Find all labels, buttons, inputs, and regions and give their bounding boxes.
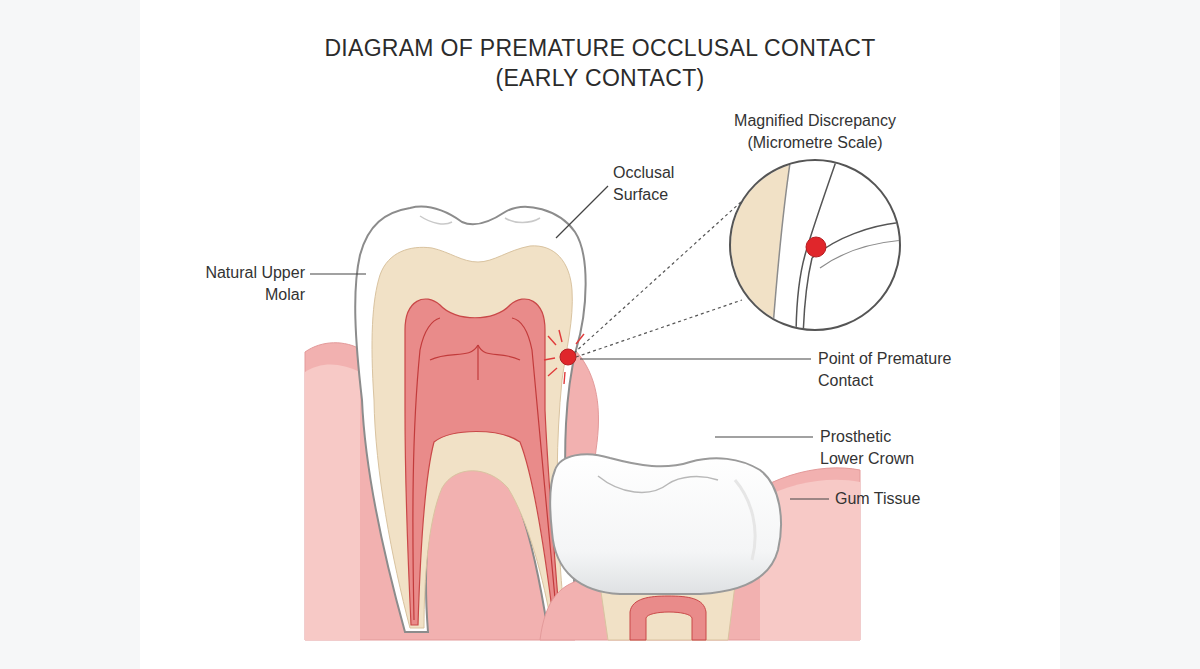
prosthetic-crown: [550, 454, 781, 594]
vessel: [512, 318, 557, 620]
lower-pulp: [630, 596, 706, 640]
gum-highlight: [305, 365, 360, 641]
magnified-view: [720, 150, 905, 340]
crown-shine: [735, 480, 755, 560]
molar-enamel: [355, 207, 585, 632]
leader-line: [715, 436, 813, 437]
mag-crown-edge: [812, 222, 905, 258]
magnify-line: [576, 300, 742, 357]
contact-burst: [544, 330, 584, 384]
vessel: [413, 318, 440, 620]
burst-ray: [576, 334, 584, 344]
part-label: Prosthetic Lower Crown: [820, 426, 930, 470]
vessel: [430, 345, 478, 360]
pulp-vessels: [413, 318, 557, 620]
burst-ray: [564, 372, 565, 384]
leader-line: [580, 358, 811, 359]
leader-line: [790, 498, 829, 499]
magnify-line: [574, 192, 752, 353]
mag-crown-edge: [820, 240, 905, 268]
contact-dot: [560, 349, 576, 365]
part-label: Occlusal Surface: [613, 162, 693, 206]
molar-dentin: [372, 246, 572, 628]
magnifier-ring: [730, 160, 900, 330]
molar-pulp: [405, 299, 560, 625]
side-margin: [1060, 0, 1200, 669]
mag-contact-dot: [806, 237, 826, 257]
side-margin: [0, 0, 140, 669]
diagram-title: DIAGRAM OF PREMATURE OCCLUSAL CONTACT (E…: [305, 33, 895, 93]
leader-line: [556, 186, 608, 238]
part-label: Magnified Discrepancy (Micrometre Scale): [705, 110, 925, 154]
part-label: Natural Upper Molar: [200, 262, 305, 306]
burst-ray: [548, 336, 556, 345]
occlusal-groove: [420, 216, 452, 224]
leader-line: [310, 273, 366, 274]
mag-gap-line: [803, 258, 812, 340]
burst-ray: [559, 330, 562, 342]
burst-ray: [548, 368, 557, 376]
mag-enamel-edge: [796, 150, 840, 340]
part-label: Point of Premature Contact: [818, 348, 978, 392]
vessel: [477, 345, 478, 380]
vessel: [478, 345, 520, 360]
mag-boundary: [772, 150, 792, 340]
crown-groove: [598, 476, 718, 492]
burst-ray: [544, 358, 555, 360]
part-label: Gum Tissue: [835, 488, 985, 510]
occlusal-groove: [505, 218, 540, 223]
